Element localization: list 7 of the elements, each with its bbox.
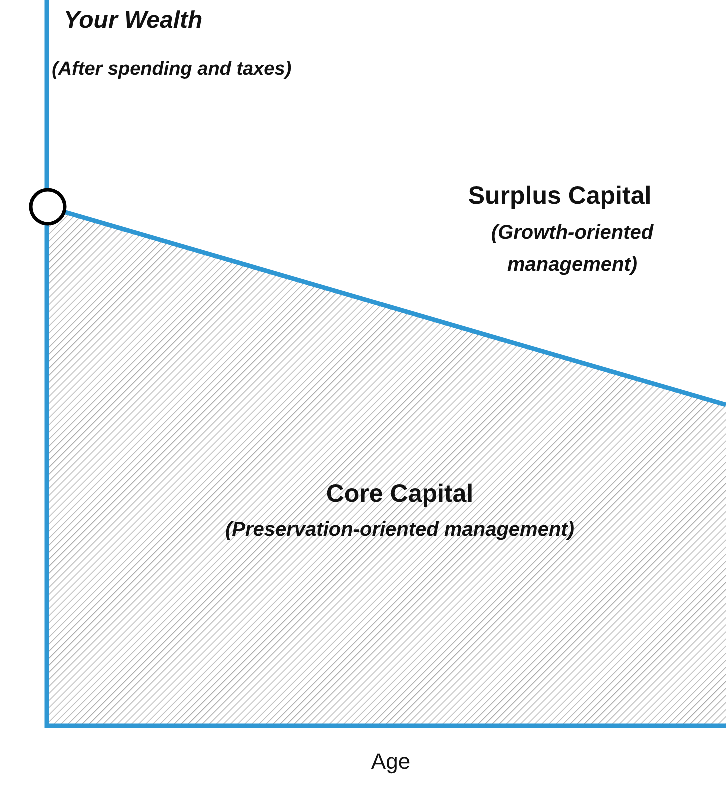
axis-label: Age xyxy=(370,748,412,776)
region-description: (Growth-oriented management) xyxy=(490,221,655,278)
region-title: Core Capital xyxy=(325,479,475,510)
axis-subtitle: (After spending and taxes) xyxy=(52,58,293,82)
axis-title: Your Wealth xyxy=(64,6,204,36)
region-title: Surplus Capital xyxy=(467,181,653,212)
region-description: (Preservation-oriented management) xyxy=(224,518,576,543)
